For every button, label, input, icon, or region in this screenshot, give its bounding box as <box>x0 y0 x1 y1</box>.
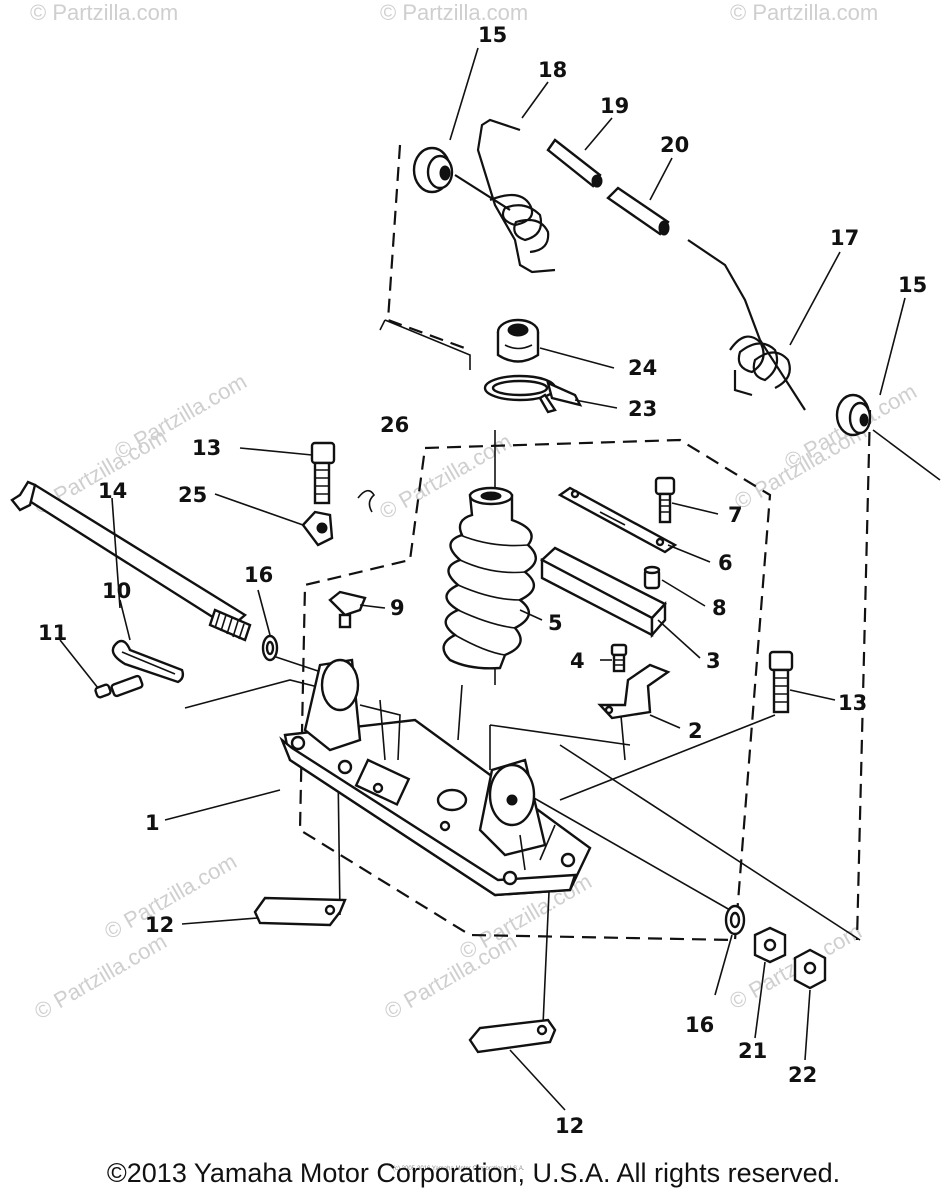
watermark: © Partzilla.com <box>730 0 878 25</box>
callout-2: 2 <box>688 719 703 743</box>
axis-12-left <box>337 769 341 916</box>
callout-12: 12 <box>145 913 174 937</box>
axis-bolt-13-right <box>559 704 776 801</box>
center-axis-lower <box>457 684 463 741</box>
leader-spring-left <box>379 319 471 370</box>
callout-5: 5 <box>548 611 563 635</box>
plate-part-12-left <box>253 896 347 927</box>
spring-part-18 <box>454 118 556 274</box>
washer-part-16-right <box>724 904 746 936</box>
bracket-part-25 <box>301 489 376 547</box>
bolt-part-13-left <box>310 441 336 505</box>
callout-16: 16 <box>244 563 273 587</box>
copyright-footer: ©2013 Yamaha Motor Corporation, U.S.A. A… <box>106 1158 841 1188</box>
sleeve-part-19 <box>546 138 603 188</box>
callout-1: 1 <box>145 811 160 835</box>
callout-25: 25 <box>178 483 207 507</box>
axis-12-right <box>542 869 551 1026</box>
callout-4: 4 <box>570 649 585 673</box>
boot-part-5 <box>442 486 537 670</box>
callout-12: 12 <box>555 1114 584 1138</box>
washer-part-16-left <box>261 634 279 662</box>
axis-10-11 <box>184 679 331 709</box>
bushing-part-15-left <box>412 146 454 194</box>
small-notice: (c) 2005-2016 Yamaha Motor Corporation, … <box>393 1166 525 1172</box>
callout-10: 10 <box>102 579 131 603</box>
bar-part-3 <box>539 546 667 639</box>
callout-26: 26 <box>380 413 409 437</box>
callout-7: 7 <box>728 503 743 527</box>
axis-bolt-4 <box>489 724 631 770</box>
bushing-part-15-right <box>835 393 872 437</box>
dashed-line-right <box>855 409 872 941</box>
bolt-part-13-right <box>768 650 794 714</box>
cap-part-24 <box>496 318 540 363</box>
dashed-assembly-boundary <box>298 438 772 942</box>
watermark: © Partzilla.com <box>30 929 171 1025</box>
bolt-part-7 <box>654 476 676 524</box>
callout-15: 15 <box>898 273 927 297</box>
callout-9: 9 <box>390 596 405 620</box>
callout-14: 14 <box>98 479 127 503</box>
watermark: © Partzilla.com <box>110 369 251 465</box>
callout-3: 3 <box>706 649 721 673</box>
callout-23: 23 <box>628 397 657 421</box>
plate-part-2 <box>597 663 671 720</box>
knob-part-9 <box>328 590 367 629</box>
base-bracket-part-1 <box>279 658 592 897</box>
axis-16-right <box>519 789 731 911</box>
callout-21: 21 <box>738 1039 767 1063</box>
callout-15: 15 <box>478 23 507 47</box>
callout-18: 18 <box>538 58 567 82</box>
nut-part-22 <box>793 948 827 990</box>
link-part-10 <box>111 639 185 684</box>
callout-13: 13 <box>838 691 867 715</box>
callout-17: 17 <box>830 226 859 250</box>
watermark: © Partzilla.com <box>30 0 178 25</box>
bolt-part-4 <box>610 643 628 673</box>
spring-part-17 <box>687 239 806 411</box>
callout-20: 20 <box>660 133 689 157</box>
watermark: © Partzilla.com <box>380 0 528 25</box>
callout-24: 24 <box>628 356 657 380</box>
shaft-part-14 <box>10 480 252 642</box>
callout-8: 8 <box>712 596 727 620</box>
pin-part-11 <box>94 674 144 699</box>
plate-part-12-right <box>468 1018 557 1054</box>
callout-13: 13 <box>192 436 221 460</box>
nut-part-21 <box>753 926 787 964</box>
leader-lines <box>59 47 906 1111</box>
callout-16: 16 <box>685 1013 714 1037</box>
callout-labels: 15 18 19 20 17 15 24 23 26 13 25 14 10 1… <box>38 23 927 1138</box>
callout-22: 22 <box>788 1063 817 1087</box>
pin-part-8 <box>643 565 661 590</box>
callout-19: 19 <box>600 94 629 118</box>
guide-line-right <box>559 429 941 941</box>
callout-11: 11 <box>38 621 67 645</box>
plate-part-6 <box>557 486 678 554</box>
clamp-part-23 <box>483 374 583 414</box>
callout-6: 6 <box>718 551 733 575</box>
sleeve-part-20 <box>606 186 670 236</box>
dashed-line-spring-left <box>386 144 471 352</box>
